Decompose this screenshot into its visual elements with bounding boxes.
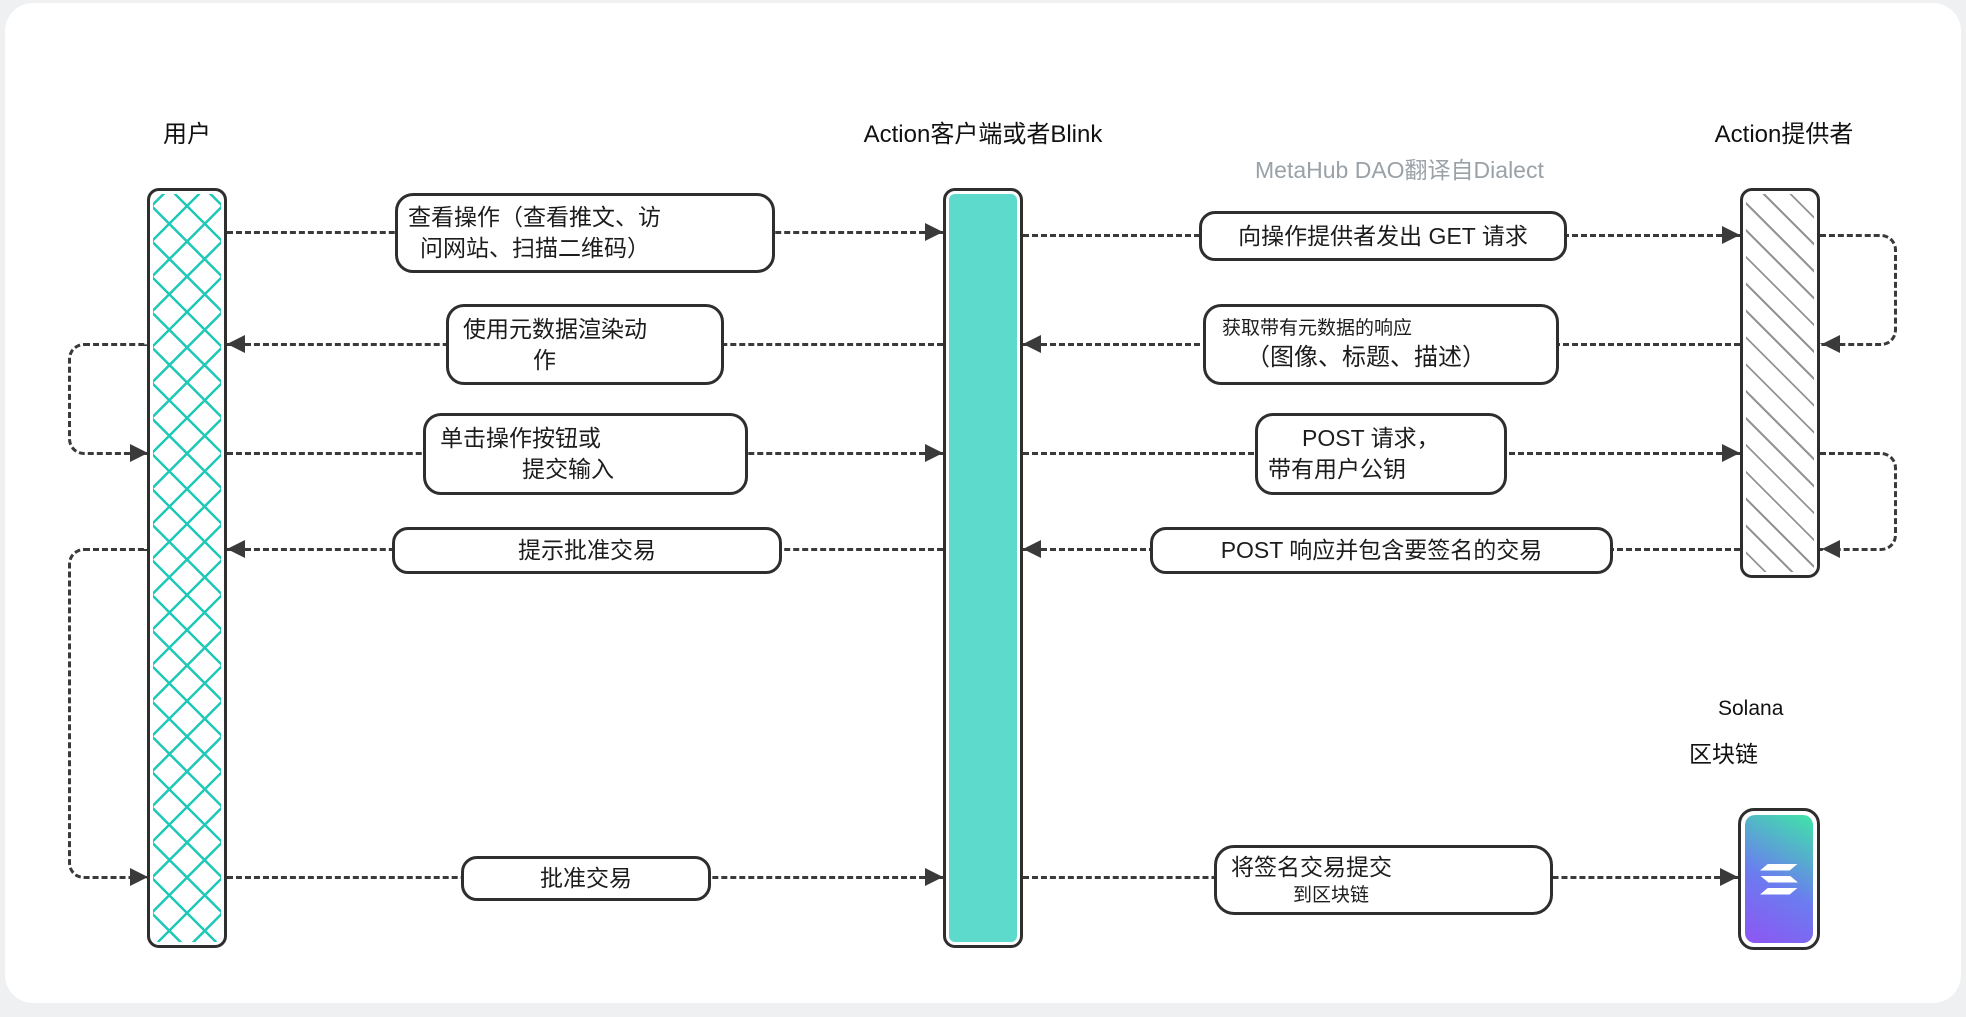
solana-bar-middle <box>1760 875 1798 883</box>
message-text: 向操作提供者发出 GET 请求 <box>1238 222 1528 249</box>
message-text: 作 <box>533 346 556 373</box>
message-text: POST 响应并包含要签名的交易 <box>1220 537 1543 563</box>
message-box-render-metadata: 使用元数据渲染动 作 <box>446 304 724 385</box>
solana-bar-top <box>1760 863 1798 871</box>
arrowhead-post-request <box>1722 444 1740 462</box>
arrowhead-click-button <box>925 444 943 462</box>
message-text: 到区块链 <box>1293 884 1370 906</box>
arrowhead-get-request <box>1722 226 1740 244</box>
loop-user-left-1 <box>68 343 147 455</box>
arrowhead-loop-user-2 <box>130 868 148 886</box>
arrowhead-metadata-response <box>1023 335 1041 353</box>
message-box-post-request: POST 请求， 带有用户公钥 <box>1255 413 1507 495</box>
message-box-submit-tx: 将签名交易提交 到区块链 <box>1214 845 1553 915</box>
message-box-post-response: POST 响应并包含要签名的交易 <box>1150 527 1613 574</box>
message-text: 批准交易 <box>540 865 632 891</box>
lifeline-title-provider: Action提供者 <box>1714 121 1854 148</box>
lifeline-title-user: 用户 <box>163 121 211 148</box>
arrowhead-submit-tx <box>1720 868 1738 886</box>
lifeline-bar-client <box>943 188 1023 948</box>
message-text: 查看操作（查看推文、访 <box>408 204 661 230</box>
message-text: 提示批准交易 <box>518 537 656 563</box>
message-text: 获取带有元数据的响应 <box>1222 317 1413 339</box>
arrowhead-approve-tx <box>925 868 943 886</box>
blockchain-title-line2: 区块链 <box>1689 741 1758 767</box>
lifeline-bar-provider <box>1740 188 1820 578</box>
solana-logo-icon <box>1745 815 1813 943</box>
message-box-metadata-response: 获取带有元数据的响应 （图像、标题、描述） <box>1203 304 1559 385</box>
message-box-get-request: 向操作提供者发出 GET 请求 <box>1199 211 1567 261</box>
lifeline-title-client: Action客户端或者Blink <box>863 121 1103 148</box>
watermark-text: MetaHub DAO翻译自Dialect <box>1255 157 1544 183</box>
lifeline-title-blockchain: Solana 区块链 <box>1689 697 1783 769</box>
arrowhead-view-action <box>925 223 943 241</box>
message-box-view-action: 查看操作（查看推文、访 问网站、扫描二维码） <box>395 193 775 273</box>
message-text: 提交输入 <box>522 456 614 482</box>
message-text: 问网站、扫描二维码） <box>420 235 650 261</box>
arrowhead-render-metadata <box>227 335 245 353</box>
message-box-prompt-approve: 提示批准交易 <box>392 527 782 574</box>
lifeline-bar-user <box>147 188 227 948</box>
message-text: 将签名交易提交 <box>1231 853 1392 880</box>
loop-user-left-2 <box>68 548 147 879</box>
arrowhead-prompt-approve <box>227 540 245 558</box>
loop-provider-right-1 <box>1820 234 1897 346</box>
blockchain-title-line1: Solana <box>1718 697 1784 720</box>
arrowhead-loop-provider-1 <box>1822 335 1840 353</box>
message-box-approve-tx: 批准交易 <box>461 856 711 901</box>
solana-bar-bottom <box>1760 887 1798 895</box>
message-text: 使用元数据渲染动 <box>463 315 647 342</box>
message-text: 单击操作按钮或 <box>440 425 601 451</box>
message-text: 带有用户公钥 <box>1268 456 1406 482</box>
message-box-click-button: 单击操作按钮或 提交输入 <box>423 413 748 495</box>
message-text: （图像、标题、描述） <box>1246 343 1486 371</box>
loop-provider-right-2 <box>1820 452 1897 551</box>
arrowhead-loop-provider-2 <box>1822 540 1840 558</box>
message-text: POST 请求， <box>1302 425 1440 451</box>
arrowhead-post-response <box>1023 540 1041 558</box>
blockchain-node <box>1738 808 1820 950</box>
arrowhead-loop-user-1 <box>130 444 148 462</box>
